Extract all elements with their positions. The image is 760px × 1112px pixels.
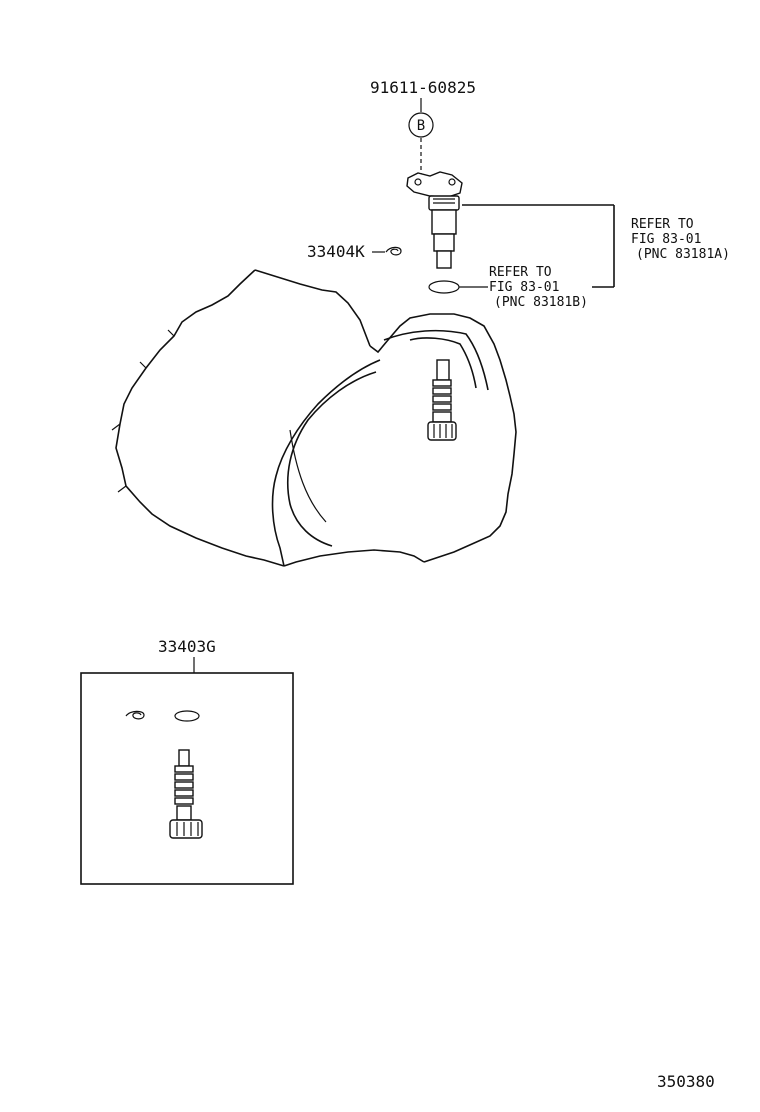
kit-clip-icon[interactable] (125, 710, 145, 720)
bolt-marker-letter: B (417, 118, 425, 134)
bolt-marker-circle[interactable]: B (408, 112, 434, 138)
driven-gear-icon[interactable] (427, 359, 457, 441)
bolt-part-number[interactable]: 91611-60825 (370, 78, 476, 97)
kit-o-ring-icon[interactable] (174, 710, 200, 722)
o-ring-icon[interactable] (428, 280, 460, 294)
oring-ref-line1[interactable]: REFER TO (489, 265, 552, 280)
sensor-ref-line2[interactable]: FIG 83-01 (631, 232, 701, 247)
kit-box (80, 672, 294, 885)
kit-part-number[interactable]: 33403G (158, 637, 216, 656)
oring-ref-line2[interactable]: FIG 83-01 (489, 280, 559, 295)
clip-icon[interactable] (385, 246, 402, 256)
clip-part-number[interactable]: 33404K (307, 242, 365, 261)
oring-ref-line3[interactable]: (PNC 83181B) (494, 295, 588, 310)
sensor-ref-line3[interactable]: (PNC 83181A) (636, 247, 730, 262)
transaxle-case-icon (111, 269, 517, 567)
sensor-ref-line1[interactable]: REFER TO (631, 217, 694, 232)
drawing-number: 350380 (657, 1072, 715, 1091)
kit-driven-gear-icon[interactable] (169, 749, 203, 839)
speed-sensor-icon[interactable] (406, 171, 463, 269)
